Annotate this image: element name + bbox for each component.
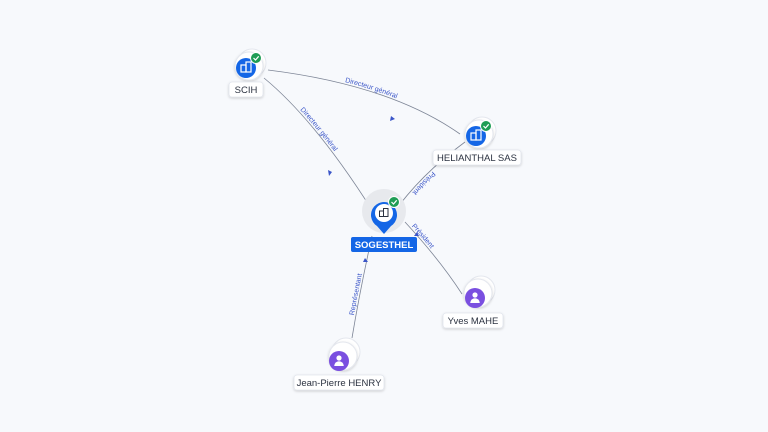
check-icon (253, 55, 260, 61)
node-label-sogesthel: SOGESTHEL (355, 240, 414, 251)
edge-scih-helianthal[interactable] (267, 69, 461, 135)
edge-arrows (328, 116, 419, 262)
verified-badge-icon (388, 196, 400, 208)
building-icon (470, 129, 482, 141)
building-icon (240, 61, 252, 73)
node-yves[interactable]: Yves MAHE (442, 275, 504, 329)
edge-labels: Directeur général Directeur général Prés… (298, 77, 436, 316)
person-icon (470, 292, 480, 303)
person-icon (334, 355, 344, 366)
edges (263, 69, 466, 339)
check-icon (483, 123, 490, 129)
arrow-icon (390, 116, 395, 121)
node-label-helianthal: HELIANTHAL SAS (437, 153, 517, 164)
node-label-scih: SCIH (235, 85, 258, 96)
arrow-icon (328, 170, 332, 176)
svg-text:Président: Président (411, 170, 436, 196)
node-jeanpierre[interactable]: Jean-Pierre HENRY (293, 337, 385, 391)
edge-scih-sogesthel[interactable] (263, 77, 373, 211)
edge-label-scih-helianthal: Directeur général (344, 77, 398, 100)
node-sogesthel[interactable]: SOGESTHEL (351, 189, 417, 252)
edge-label-helianthal-sogesthel: Président (411, 170, 436, 196)
svg-text:Directeur général: Directeur général (298, 106, 338, 153)
arrow-icon (363, 258, 368, 262)
edge-yves-sogesthel[interactable] (404, 221, 463, 295)
node-label-jeanpierre: Jean-Pierre HENRY (297, 378, 382, 389)
node-helianthal[interactable]: HELIANTHAL SAS (432, 116, 522, 166)
svg-text:Représentant: Représentant (349, 273, 364, 316)
node-scih[interactable]: SCIH (228, 48, 267, 98)
svg-text:Directeur général: Directeur général (344, 77, 398, 100)
verified-badge-icon (480, 120, 492, 132)
arrow-icon (414, 232, 419, 236)
verified-badge-icon (250, 52, 262, 64)
building-icon (379, 208, 389, 217)
edge-label-scih-sogesthel: Directeur général (298, 106, 338, 153)
node-label-yves: Yves MAHE (448, 316, 499, 327)
edge-label-jeanpierre-sogesthel: Représentant (349, 273, 364, 316)
check-icon (391, 199, 398, 205)
